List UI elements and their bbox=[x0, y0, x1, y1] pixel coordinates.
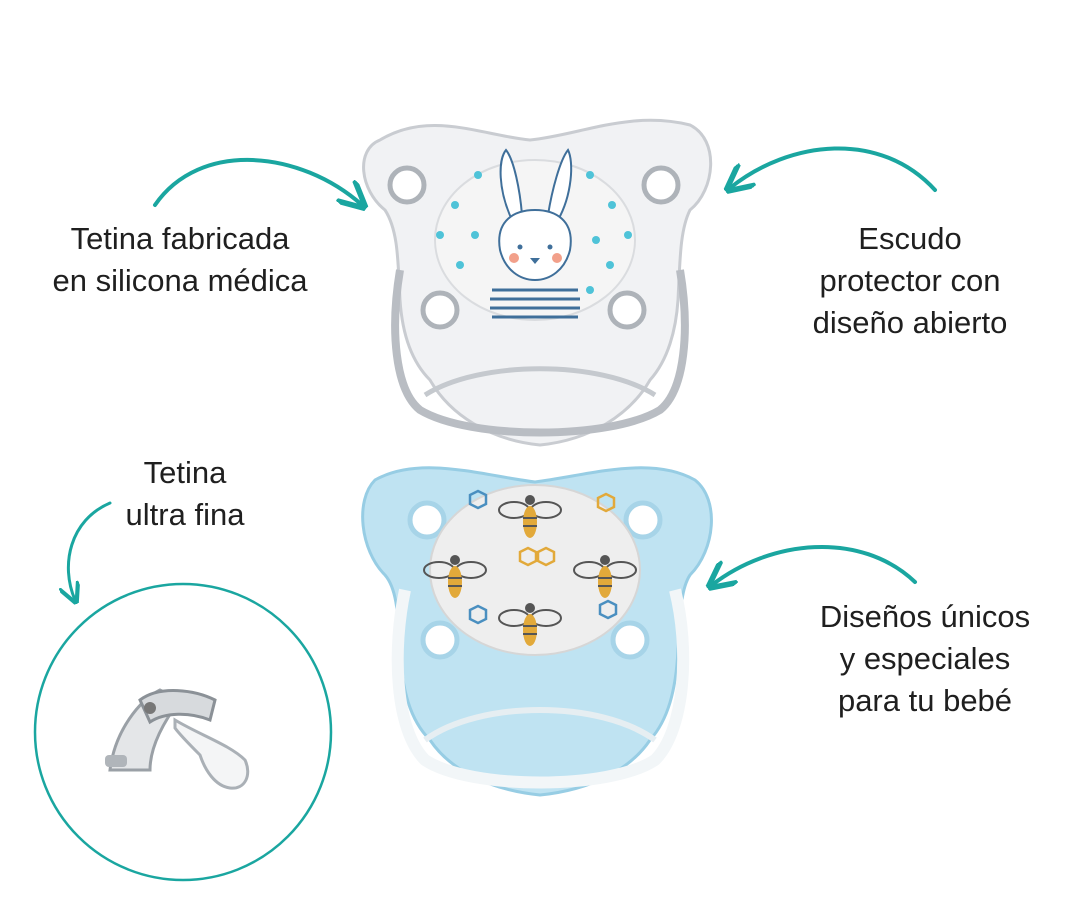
callout-line: para tu bebé bbox=[837, 683, 1013, 718]
callout-line: diseño abierto bbox=[812, 305, 1008, 340]
callout-line: Tetina bbox=[143, 455, 227, 490]
callout-escudo-protector: Escudo protector con diseño abierto bbox=[770, 218, 1050, 344]
pacifier-bunny-image bbox=[362, 118, 713, 447]
callout-disenos-unicos: Diseños únicos y especiales para tu bebé bbox=[795, 596, 1055, 722]
callout-tetina-ultra-fina: Tetina ultra fina bbox=[80, 452, 290, 536]
arrow-middle-left bbox=[68, 501, 112, 600]
bee-pattern bbox=[423, 489, 637, 646]
pacifier-bee-image bbox=[361, 466, 713, 797]
callout-line: en silicona médica bbox=[52, 263, 308, 298]
arrow-top-left bbox=[153, 157, 362, 205]
callout-line: Diseños únicos bbox=[819, 599, 1031, 634]
arrow-top-right bbox=[730, 146, 937, 190]
callout-line: Tetina fabricada bbox=[70, 221, 290, 256]
callout-tetina-silicona: Tetina fabricada en silicona médica bbox=[20, 218, 340, 302]
callout-line: Escudo bbox=[858, 221, 962, 256]
nipple-detail-circle bbox=[33, 582, 333, 882]
callout-line: ultra fina bbox=[125, 497, 245, 532]
callout-line: protector con bbox=[819, 263, 1001, 298]
callout-line: y especiales bbox=[839, 641, 1011, 676]
arrow-bottom-right bbox=[712, 545, 917, 585]
